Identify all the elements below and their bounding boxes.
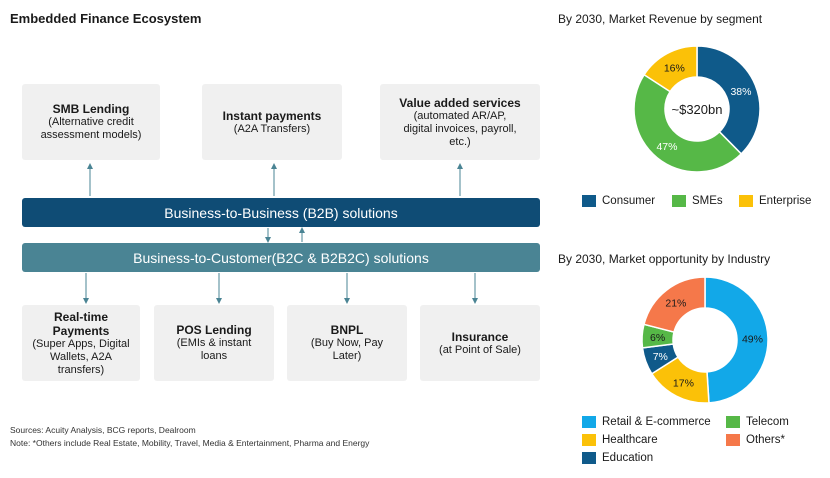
legend-label: Healthcare [602, 434, 658, 446]
donut-center-label: ~$320bn [672, 102, 723, 117]
b2c-solutions-bar: Business-to-Customer(B2C & B2B2C) soluti… [22, 243, 540, 272]
industry-opportunity-donut: 49% 17% 7% 6% 21% [641, 276, 769, 404]
card-title: Instant payments [222, 108, 322, 123]
legend-swatch [582, 452, 596, 464]
slice-label: 38% [730, 86, 751, 98]
card-subtitle: (Buy Now, Pay Later) [310, 337, 384, 362]
legend-swatch [739, 195, 753, 207]
donut-slice-others- [643, 276, 706, 333]
card-title: SMB Lending [52, 102, 130, 116]
card-bnpl: BNPL (Buy Now, Pay Later) [287, 305, 407, 381]
slice-label: 16% [664, 62, 685, 74]
legend-label: Consumer [602, 195, 656, 207]
slice-label: 17% [673, 377, 694, 389]
card-subtitle: (EMIs & instant loans [176, 337, 252, 362]
legend-label: Education [602, 452, 654, 464]
card-title: Insurance [451, 329, 509, 344]
chart2-legend-education: Education [582, 452, 653, 464]
legend-label: SMEs [692, 195, 723, 207]
card-subtitle: (at Point of Sale) [439, 343, 521, 356]
note-text: Note: *Others include Real Estate, Mobil… [10, 438, 370, 448]
card-insurance: Insurance (at Point of Sale) [420, 305, 540, 381]
legend-label: Telecom [746, 416, 789, 428]
chart1-legend-enterprise: Enterprise [739, 195, 811, 207]
chart2-legend-others: Others* [726, 434, 785, 446]
legend-swatch [726, 416, 740, 428]
chart2-legend-retail: Retail & E-commerce [582, 416, 711, 428]
chart1-legend-smes: SMEs [672, 195, 723, 207]
legend-swatch [582, 416, 596, 428]
donut-slice-enterprise [643, 45, 698, 93]
chart2-legend-healthcare: Healthcare [582, 434, 658, 446]
connector-arrows [83, 163, 478, 304]
card-title: POS Lending [176, 323, 252, 337]
card-title: Real-time Payments [52, 309, 110, 338]
slice-label: 6% [650, 332, 665, 344]
slice-label: 47% [656, 141, 677, 153]
legend-label: Retail & E-commerce [602, 416, 711, 428]
donut-slice-consumer [696, 45, 761, 155]
card-subtitle: (automated AR/AP, digital invoices, payr… [403, 109, 517, 148]
card-title: BNPL [330, 323, 364, 337]
chart1-legend-consumer: Consumer [582, 195, 655, 207]
donut-slice-smes [633, 73, 743, 173]
legend-label: Enterprise [759, 195, 812, 207]
sources-text: Sources: Acuity Analysis, BCG reports, D… [10, 425, 196, 435]
legend-swatch [582, 195, 596, 207]
card-subtitle: (A2A Transfers) [233, 122, 311, 135]
card-instant-payments: Instant payments (A2A Transfers) [202, 84, 342, 160]
chart2-title: By 2030, Market opportunity by Industry [558, 252, 771, 266]
ecosystem-title: Embedded Finance Ecosystem [10, 11, 202, 26]
slice-label: 49% [742, 334, 763, 346]
chart1-title: By 2030, Market Revenue by segment [558, 12, 763, 26]
legend-label: Others* [746, 434, 785, 446]
legend-swatch [672, 195, 686, 207]
donut-slice-retail-e-commerce [704, 276, 769, 404]
revenue-segment-donut: 38% 47% 16% ~$320bn [633, 45, 761, 173]
card-subtitle: (Super Apps, Digital Wallets, A2A transf… [32, 337, 130, 376]
slice-label: 21% [665, 297, 686, 309]
slice-label: 7% [653, 351, 668, 363]
legend-swatch [582, 434, 596, 446]
card-subtitle: (Alternative credit assessment models) [40, 116, 142, 141]
card-pos-lending: POS Lending (EMIs & instant loans [154, 305, 274, 381]
b2b-solutions-bar: Business-to-Business (B2B) solutions [22, 198, 540, 227]
card-realtime-payments: Real-time Payments (Super Apps, Digital … [22, 305, 140, 381]
card-title: Value added services [399, 95, 521, 110]
legend-swatch [726, 434, 740, 446]
chart2-legend-telecom: Telecom [726, 416, 789, 428]
card-value-added-services: Value added services (automated AR/AP, d… [380, 84, 540, 160]
card-smb-lending: SMB Lending (Alternative credit assessme… [22, 84, 160, 160]
